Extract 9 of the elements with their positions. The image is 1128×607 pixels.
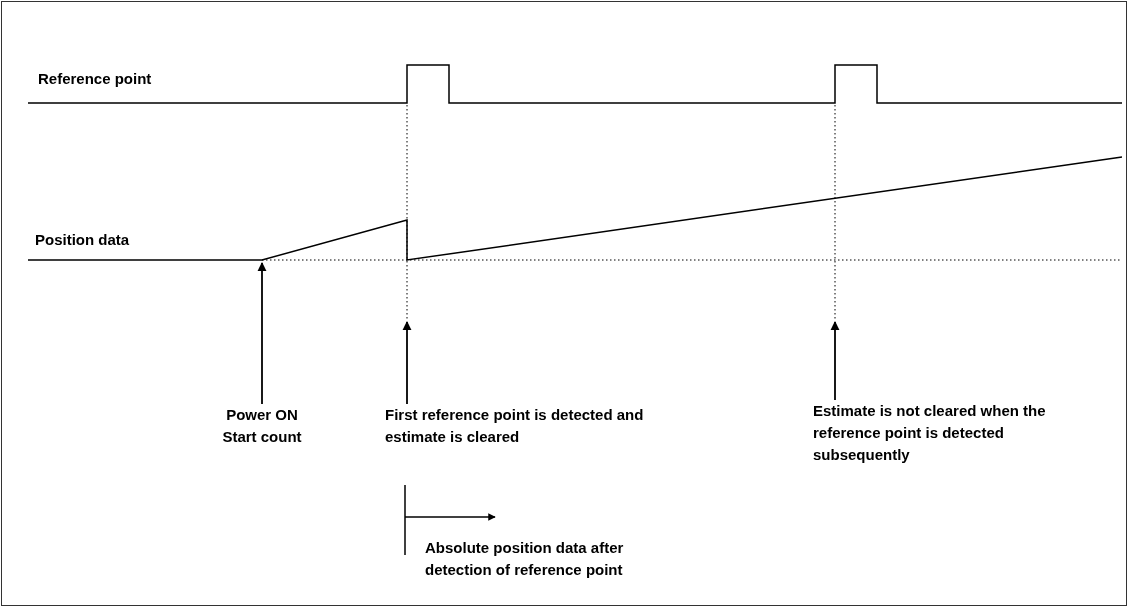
signal-name: Position data [35, 230, 131, 250]
arrow [402, 321, 412, 405]
annotation-text: Estimate is not cleared when the reference point is detected subsequently [813, 400, 1103, 466]
arrow [257, 262, 267, 405]
annotation-text: Power ON Start count [212, 404, 312, 448]
note-text: Absolute position data after detection of reference point [425, 538, 625, 580]
arrow [830, 321, 840, 401]
signal-name: Reference point [38, 69, 153, 89]
annotation-text: First reference point is detected and estimate is cleared [385, 404, 650, 448]
